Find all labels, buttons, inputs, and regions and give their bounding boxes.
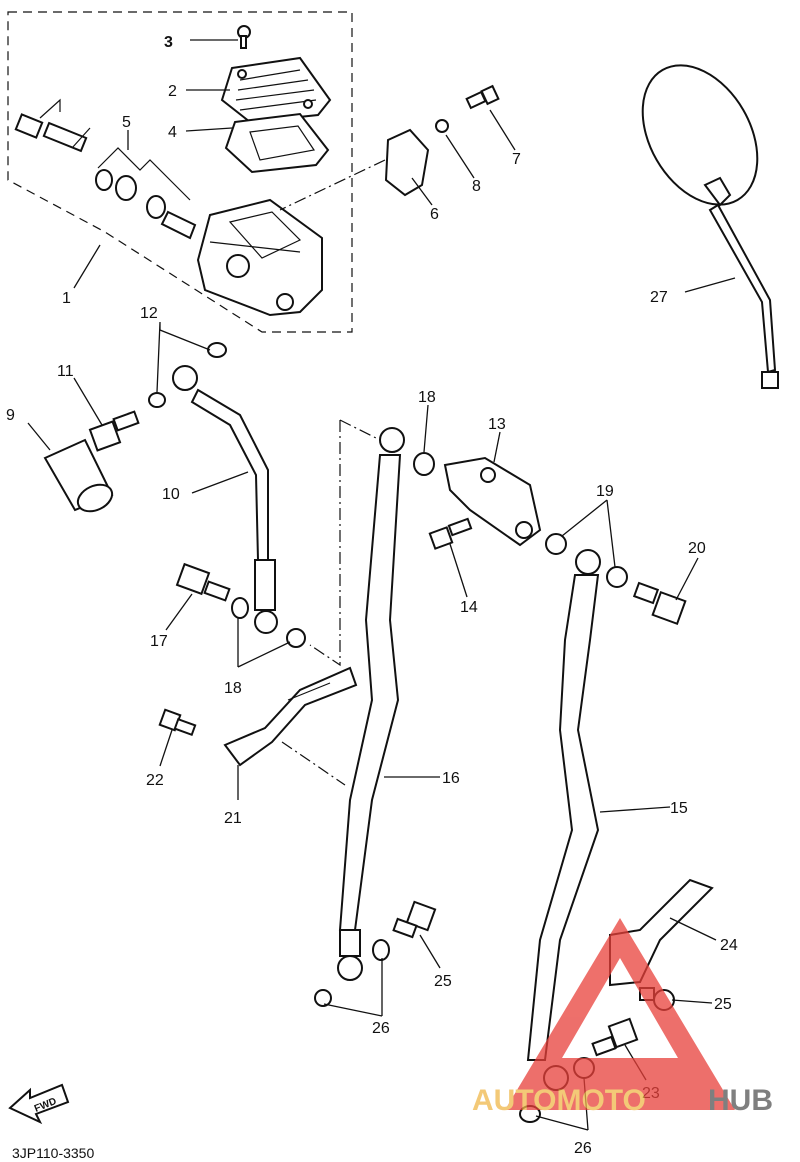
callout-9: 9 bbox=[6, 407, 15, 424]
part-20-washer-b bbox=[606, 566, 628, 588]
part-13-joint bbox=[443, 456, 542, 547]
callout-24: 22 bbox=[146, 772, 164, 789]
part-6-bracket bbox=[384, 128, 430, 197]
leader-lines bbox=[27, 89, 736, 1131]
callout-7: 7 bbox=[512, 151, 521, 168]
part-26-washer-b bbox=[314, 989, 332, 1007]
callout-20: 19 bbox=[596, 483, 614, 500]
part-3-screw bbox=[190, 25, 251, 49]
part-25-bolt-b bbox=[591, 1017, 639, 1057]
callout-13: 13 bbox=[488, 416, 506, 433]
part-17-bolt bbox=[175, 562, 231, 602]
part-11-bolt bbox=[88, 410, 140, 452]
part-12-washer bbox=[207, 342, 227, 358]
callout-12: 12 bbox=[140, 305, 158, 322]
part-24-bolt bbox=[158, 708, 197, 737]
callout-1: 1 bbox=[62, 290, 71, 307]
callout-23: 21 bbox=[224, 810, 242, 827]
callout-4: 4 bbox=[168, 124, 177, 141]
part-16-hose bbox=[337, 427, 405, 981]
callout-6: 6 bbox=[430, 206, 439, 223]
part-1-master-cylinder bbox=[196, 198, 323, 317]
callout-labels: 3 2 4 5 1 6 8 7 27 12 11 9 10 18 13 14 1… bbox=[6, 34, 738, 1157]
part-8-washer bbox=[435, 119, 449, 133]
part-20-washer-a bbox=[545, 533, 567, 555]
callout-15: 15 bbox=[670, 800, 688, 817]
part-2-reservoir-cap bbox=[220, 56, 332, 124]
callout-5: 5 bbox=[122, 114, 131, 131]
part-23-clamp bbox=[223, 666, 358, 767]
diagram-code: 3JP110-3350 bbox=[12, 1145, 94, 1161]
part-7-bolt bbox=[465, 84, 500, 110]
callout-14: 14 bbox=[460, 599, 478, 616]
callout-16: 16 bbox=[442, 770, 460, 787]
callout-21: 24 bbox=[720, 937, 738, 954]
assembly-boundary bbox=[7, 11, 353, 333]
watermark-triangle-icon bbox=[505, 918, 735, 1110]
callout-18-bottom: 18 bbox=[224, 680, 242, 697]
callout-17: 17 bbox=[150, 633, 168, 650]
part-26-washer-a bbox=[372, 939, 390, 961]
callout-18-top: 18 bbox=[418, 389, 436, 406]
part-18-washer-a bbox=[231, 597, 249, 619]
part-27-mirror bbox=[641, 64, 779, 389]
part-10-hose bbox=[172, 365, 278, 634]
callout-3: 3 bbox=[164, 34, 173, 51]
callout-10: 10 bbox=[162, 486, 180, 503]
part-19-bolt bbox=[632, 581, 687, 626]
part-25-bolt-a bbox=[392, 900, 437, 939]
callout-19: 20 bbox=[688, 540, 706, 557]
callout-26-right: 26 bbox=[574, 1140, 592, 1157]
callout-25-left: 25 bbox=[434, 973, 452, 990]
callout-26-left: 26 bbox=[372, 1020, 390, 1037]
callout-27: 27 bbox=[650, 289, 668, 306]
callout-11: 11 bbox=[57, 363, 74, 380]
callout-8: 8 bbox=[472, 178, 481, 195]
part-9-cap bbox=[43, 438, 114, 513]
callout-22: 25 bbox=[714, 996, 732, 1013]
fwd-arrow-icon: FWD bbox=[8, 1083, 70, 1125]
callout-2: 2 bbox=[168, 83, 177, 100]
watermark-text-secondary: HUB bbox=[708, 1084, 773, 1117]
watermark-logo: AUTOMOTO HUB bbox=[472, 918, 773, 1117]
watermark-text-primary: AUTOMOTO bbox=[472, 1084, 646, 1117]
part-4-diaphragm bbox=[224, 112, 330, 174]
part-14-bolt bbox=[428, 517, 473, 550]
part-18-washer-c bbox=[413, 452, 435, 476]
part-5-piston-kit bbox=[14, 98, 197, 240]
part-18-washer-b bbox=[286, 628, 306, 648]
